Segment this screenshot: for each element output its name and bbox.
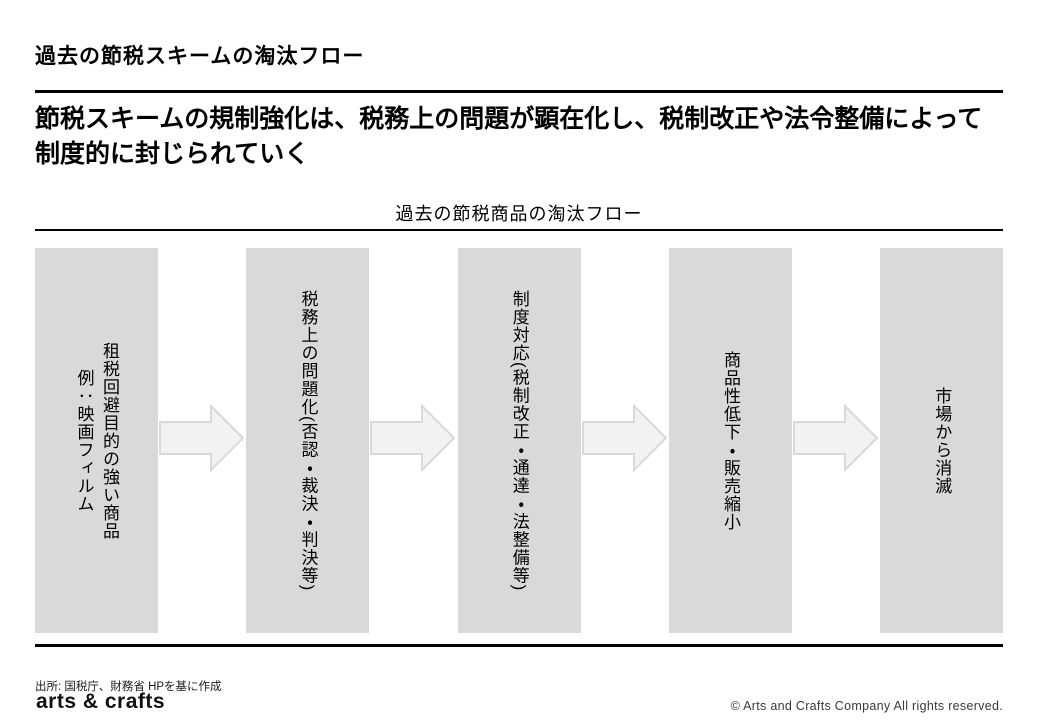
copyright-notice: © Arts and Crafts Company All rights res… [730,699,1003,713]
flow-diagram: 租税回避目的の強い商品 例：映画フィルム 税務上の問題化(否認・裁決・判決等) … [35,248,1003,633]
flow-step-label: 制度対応(税制改正・通達・法整備等) [509,289,529,592]
flow-step-label: 租税回避目的の強い商品 例：映画フィルム [74,341,120,540]
flow-step-box-2: 税務上の問題化(否認・裁決・判決等) [246,248,370,633]
company-logo: arts & crafts [36,690,166,713]
diagram-title-underline [35,229,1003,231]
right-arrow-icon [370,404,456,472]
flow-step-label: 市場から消滅 [932,386,952,495]
right-arrow-icon [159,404,245,472]
flow-step-box-4: 商品性低下・販売縮小 [668,248,792,633]
right-arrow-icon [793,404,879,472]
flow-step-box-1: 租税回避目的の強い商品 例：映画フィルム [35,248,158,633]
right-arrow-icon [582,404,668,472]
key-message: 節税スキームの規制強化は、税務上の問題が顕在化し、税制改正や法令整備によって制度… [35,105,983,168]
flow-step-box-3: 制度対応(税制改正・通達・法整備等) [457,248,581,633]
page-title: 過去の節税スキームの淘汰フロー [35,45,365,68]
flow-step-box-5: 市場から消滅 [880,248,1003,633]
diagram-title: 過去の節税商品の淘汰フロー [395,204,643,224]
bottom-rule [35,644,1003,647]
title-underline [35,90,1003,93]
flow-step-label: 商品性低下・販売縮小 [721,350,740,531]
flow-step-label: 税務上の問題化(否認・裁決・判決等) [298,289,318,592]
source-note: 出所: 国税庁、財務省 HPを基に作成 [35,681,222,693]
